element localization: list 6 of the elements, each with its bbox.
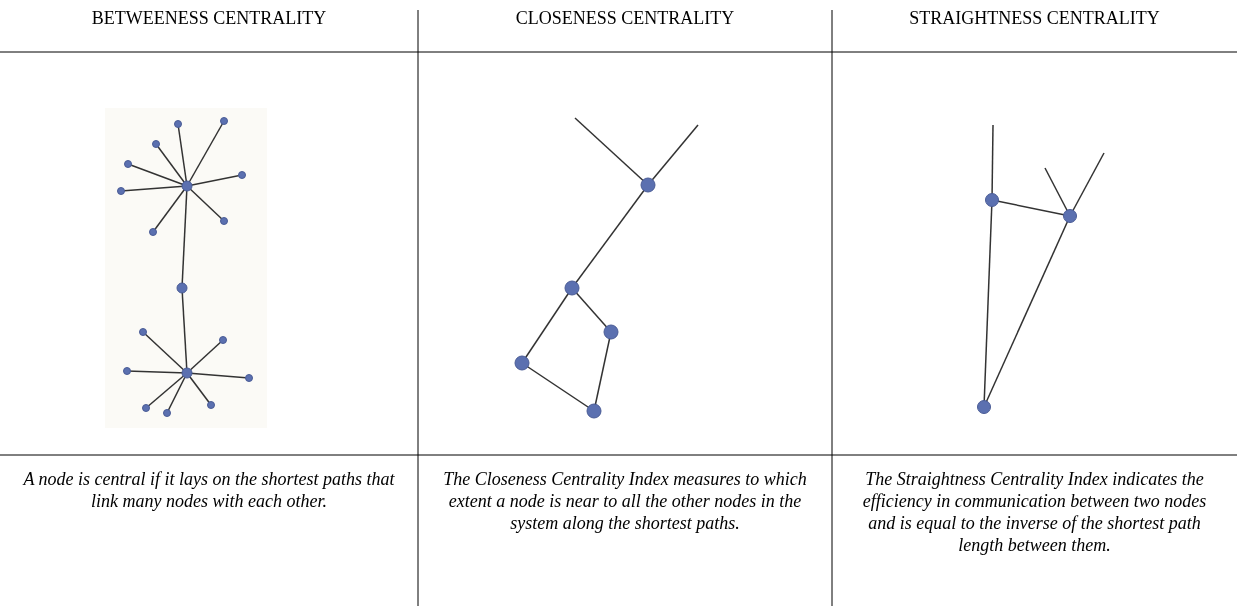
description-text: A node is central if it lays on the shortest paths that link many nodes with each other. [21,468,396,512]
column-header: BETWEENESS CENTRALITY [90,8,328,30]
description-text: The Straightness Centrality Index indicates the efficiency in communication between two nodes and is equal to the inverse of the shortest path length between them. [861,468,1208,556]
column-header: STRAIGHTNESS CENTRALITY [908,8,1161,30]
description-text: The Closeness Centrality Index measures to which extent a node is near to all the other nodes in the system along the shortest paths. [442,468,808,534]
column-header: CLOSENESS CENTRALITY [514,8,736,30]
